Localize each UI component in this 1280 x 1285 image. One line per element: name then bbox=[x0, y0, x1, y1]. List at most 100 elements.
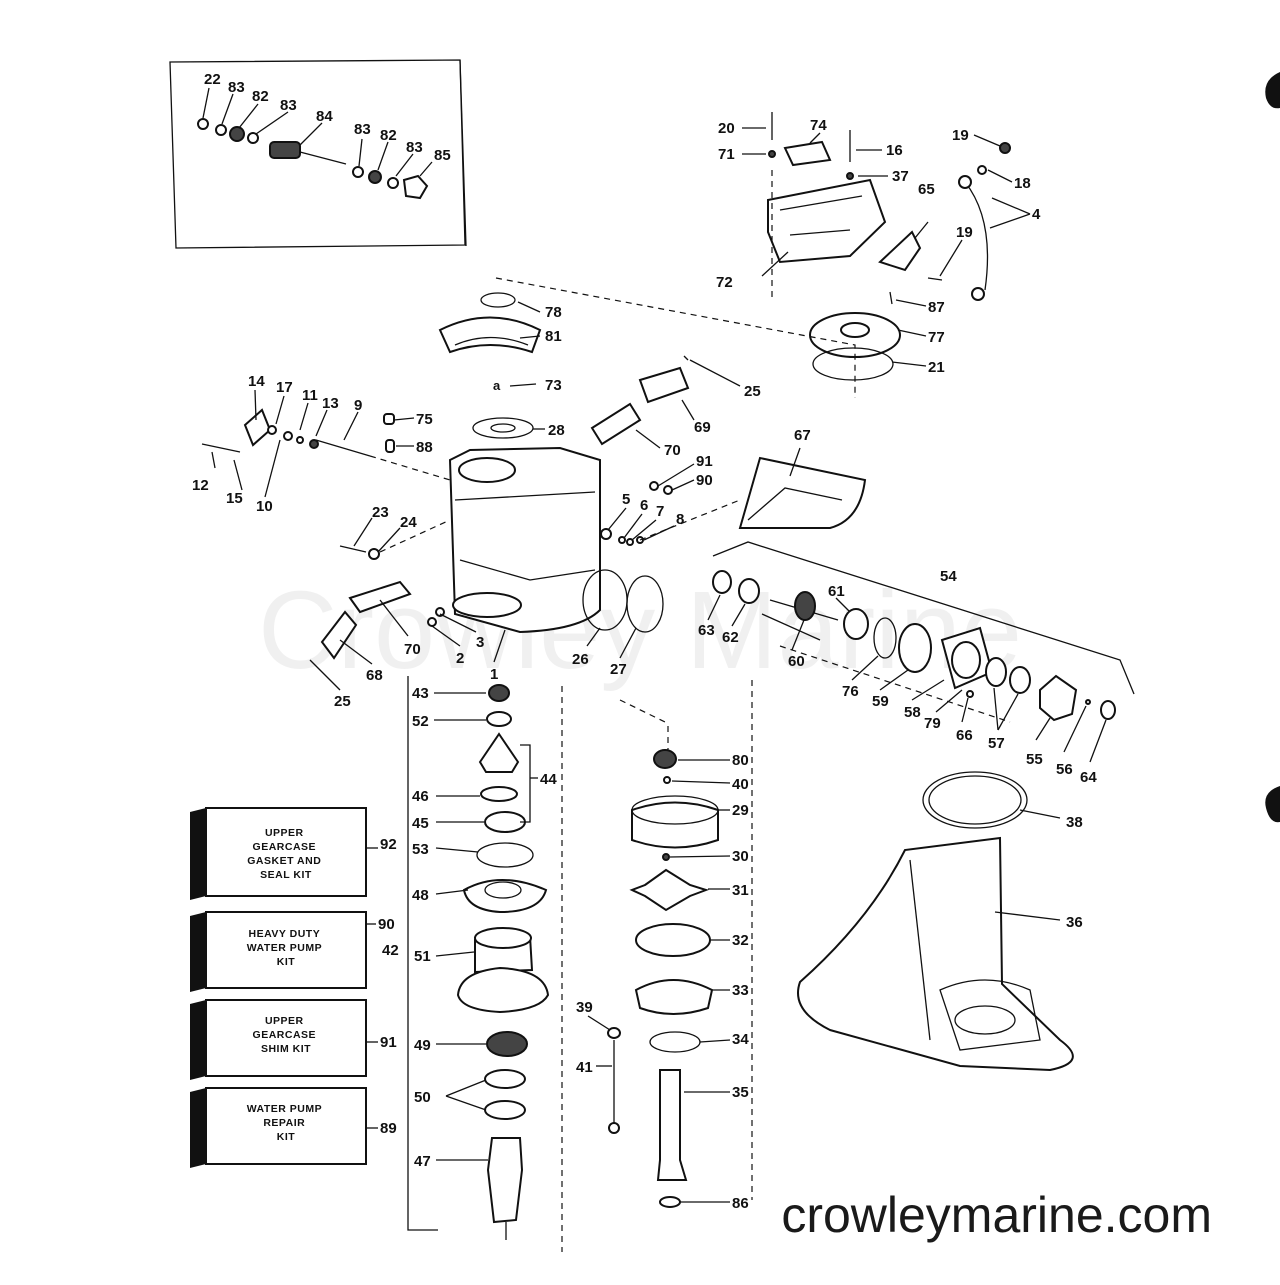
kit-91-line-3: SHIM KIT bbox=[261, 1043, 311, 1055]
kit-89-number: 89 bbox=[380, 1120, 397, 1137]
callout-p-8: 41 bbox=[576, 1059, 593, 1076]
callout-r-8: 79 bbox=[924, 715, 941, 732]
callout-l-2: 44 bbox=[540, 771, 557, 788]
kit-92-line-1: UPPER bbox=[265, 827, 304, 839]
callout-c-25: 24 bbox=[400, 514, 417, 531]
callout-inset-2: 82 bbox=[252, 88, 269, 105]
callout-l-10: 50 bbox=[414, 1089, 431, 1106]
callout-c-27: 68 bbox=[366, 667, 383, 684]
shift-cover-assembly bbox=[742, 112, 1031, 381]
callout-l-8: 51 bbox=[414, 948, 431, 965]
gearcase-housing-group: a bbox=[201, 277, 867, 691]
callout-ur-13: 21 bbox=[928, 359, 945, 376]
callout-c-2: 73 bbox=[545, 377, 562, 394]
callout-c-10: 88 bbox=[416, 439, 433, 456]
callout-inset-0: 22 bbox=[204, 71, 221, 88]
callout-p-3: 30 bbox=[732, 848, 749, 865]
callout-inset-3: 83 bbox=[280, 97, 297, 114]
callout-c-30: 2 bbox=[456, 650, 464, 667]
kit-92-line-2: GEARCASE bbox=[253, 841, 317, 853]
callout-l-4: 45 bbox=[412, 815, 429, 832]
callout-ur-9: 72 bbox=[716, 274, 733, 291]
callout-l-5: 53 bbox=[412, 841, 429, 858]
site-url: crowleymarine.com bbox=[781, 1187, 1212, 1243]
callout-r-14: 38 bbox=[1066, 814, 1083, 831]
callout-l-6: 48 bbox=[412, 887, 429, 904]
callout-p-4: 31 bbox=[732, 882, 749, 899]
callout-c-17: 10 bbox=[256, 498, 273, 515]
callout-ur-8: 4 bbox=[1032, 206, 1041, 223]
kit-92-label: UPPER GEARCASE GASKET AND SEAL KIT bbox=[247, 827, 324, 881]
callout-p-9: 34 bbox=[732, 1031, 749, 1048]
callout-c-19: 90 bbox=[696, 472, 713, 489]
callout-c-29: 3 bbox=[476, 634, 484, 651]
callout-c-31: 1 bbox=[490, 666, 498, 683]
callout-p-6: 33 bbox=[732, 982, 749, 999]
callout-r-11: 55 bbox=[1026, 751, 1043, 768]
kit-91-line-2: GEARCASE bbox=[253, 1029, 317, 1041]
svg-text:a: a bbox=[493, 378, 501, 393]
callout-r-4: 60 bbox=[788, 653, 805, 670]
kit-box-89: WATER PUMP REPAIR KIT 89 bbox=[190, 1087, 397, 1168]
callout-r-3: 61 bbox=[828, 583, 845, 600]
callout-c-11: 28 bbox=[548, 422, 565, 439]
callout-c-6: 11 bbox=[302, 387, 318, 404]
kit-90-line-1: HEAVY DUTY bbox=[249, 928, 321, 940]
binding-mark-middle bbox=[1265, 786, 1280, 823]
callout-r-13: 64 bbox=[1080, 769, 1097, 786]
kit-90-line-3: KIT bbox=[277, 956, 296, 968]
callout-c-7: 13 bbox=[322, 395, 339, 412]
kit-89-line-3: KIT bbox=[277, 1131, 296, 1143]
callout-c-20: 5 bbox=[622, 491, 630, 508]
callout-c-18: 91 bbox=[696, 453, 713, 470]
callout-c-32: 26 bbox=[572, 651, 589, 668]
callout-c-16: 15 bbox=[226, 490, 243, 507]
right-shaft-assembly bbox=[707, 541, 1135, 1072]
callout-r-2: 62 bbox=[722, 629, 739, 646]
callout-ur-1: 74 bbox=[810, 117, 827, 134]
kit-91-number: 91 bbox=[380, 1034, 397, 1051]
kit-90-line-2: WATER PUMP bbox=[247, 942, 322, 954]
callout-p-11: 86 bbox=[732, 1195, 749, 1212]
callout-r-7: 58 bbox=[904, 704, 921, 721]
callout-l-0: 43 bbox=[412, 685, 429, 702]
callout-ur-3: 19 bbox=[952, 127, 969, 144]
kit-90-label: HEAVY DUTY WATER PUMP KIT bbox=[247, 928, 326, 968]
callout-ur-5: 37 bbox=[892, 168, 909, 185]
kit-89-line-2: REPAIR bbox=[263, 1117, 305, 1129]
callout-ur-11: 87 bbox=[928, 299, 945, 316]
callout-p-7: 39 bbox=[576, 999, 593, 1016]
callout-c-5: 17 bbox=[276, 379, 293, 396]
kit-92-line-3: GASKET AND bbox=[247, 855, 321, 867]
callout-c-28: 25 bbox=[334, 693, 351, 710]
callout-c-0: 78 bbox=[545, 304, 562, 321]
callout-r-9: 66 bbox=[956, 727, 973, 744]
callout-c-8: 9 bbox=[354, 397, 362, 414]
callout-l-9: 49 bbox=[414, 1037, 431, 1054]
callout-c-24: 23 bbox=[372, 504, 389, 521]
callout-inset-1: 83 bbox=[228, 79, 245, 96]
callout-r-15: 36 bbox=[1066, 914, 1083, 931]
binding-mark-top bbox=[1265, 72, 1280, 109]
callout-ur-10: 19 bbox=[956, 224, 973, 241]
callout-ur-4: 71 bbox=[718, 146, 735, 163]
callout-r-1: 63 bbox=[698, 622, 715, 639]
callout-c-13: 70 bbox=[664, 442, 681, 459]
callout-l-1: 52 bbox=[412, 713, 429, 730]
callout-c-26: 70 bbox=[404, 641, 421, 658]
callout-r-6: 59 bbox=[872, 693, 889, 710]
callout-inset-5: 83 bbox=[354, 121, 371, 138]
water-pump-column bbox=[587, 680, 753, 1208]
driveshaft-column bbox=[407, 676, 666, 1252]
callout-c-33: 27 bbox=[610, 661, 627, 678]
kit-box-90: HEAVY DUTY WATER PUMP KIT 90 bbox=[190, 911, 395, 992]
callout-inset-7: 83 bbox=[406, 139, 423, 156]
callout-c-15: 12 bbox=[192, 477, 209, 494]
inset-shift-rod-assembly bbox=[169, 59, 467, 249]
callout-c-23: 8 bbox=[676, 511, 684, 528]
callout-r-0: 54 bbox=[940, 568, 957, 585]
callout-ur-7: 65 bbox=[918, 181, 935, 198]
callout-c-3: 25 bbox=[744, 383, 761, 400]
callout-inset-8: 85 bbox=[434, 147, 451, 164]
